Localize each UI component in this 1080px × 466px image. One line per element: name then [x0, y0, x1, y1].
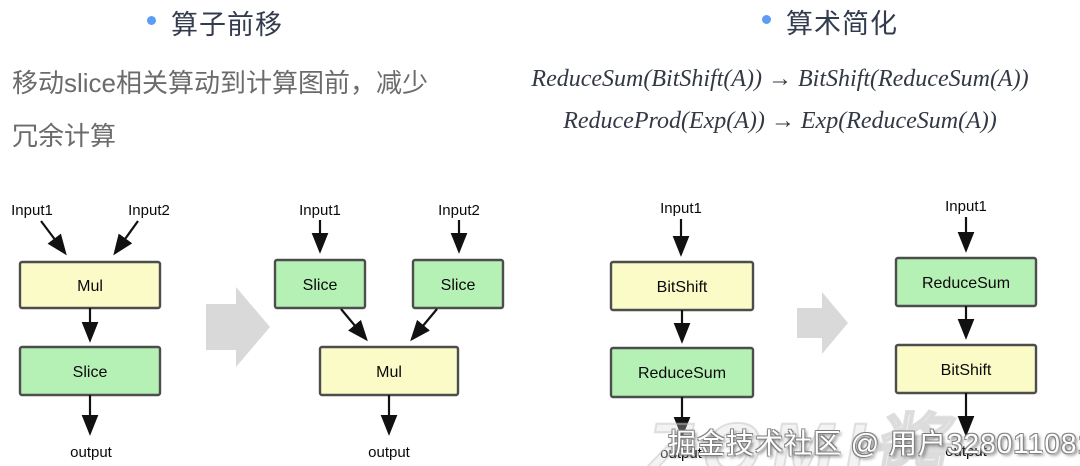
block-arrow-right-icon [206, 287, 270, 367]
node-label: Mul [77, 278, 103, 295]
diagram-before-operator-forward: Input1 Input2 Mul Slice output [11, 202, 170, 461]
diagram-before-arith-simplify: Input1 BitShift ReduceSum output [609, 200, 755, 462]
node-label: BitShift [941, 362, 992, 379]
bullet-icon [762, 15, 771, 24]
edge-arrow [113, 220, 139, 256]
node-label: ReduceSum [922, 275, 1010, 292]
node-label: Slice [303, 277, 338, 294]
node-label: Slice [73, 364, 108, 381]
output-label: output [660, 445, 703, 462]
formula-line2: ReduceProd(Exp(A)) → Exp(ReduceSum(A)) [563, 108, 997, 134]
community-watermark: 掘金技术社区 @ 用户32801108110 [668, 428, 1080, 459]
input-label: Input2 [438, 202, 480, 219]
input-label: Input1 [299, 202, 341, 219]
input-label: Input2 [128, 202, 170, 219]
node-label: Slice [441, 277, 476, 294]
edge-arrow [40, 220, 67, 256]
formula-line1: ReduceSum(BitShift(A)) → BitShift(Reduce… [531, 66, 1029, 92]
input-label: Input1 [945, 198, 987, 215]
formula-block: ReduceSum(BitShift(A)) → BitShift(Reduce… [480, 58, 1080, 142]
left-description-line2: 冗余计算 [12, 121, 117, 151]
input-label: Input1 [660, 200, 702, 217]
node-box-slice [411, 258, 505, 310]
edge-arrow [340, 308, 368, 342]
section-title-arith-simplify: 算术简化 [786, 9, 898, 39]
node-label: Mul [376, 364, 402, 381]
left-description-line1: 移动slice相关算动到计算图前，减少 [12, 68, 429, 98]
output-label: output [70, 444, 113, 461]
flow-diagrams: Input1 Input2 Mul Slice output Input1 In… [11, 198, 1038, 462]
node-box-slice [273, 258, 367, 310]
diagram-after-arith-simplify: Input1 ReduceSum BitShift output [894, 198, 1038, 460]
section-title-operator-forward: 算子前移 [171, 10, 283, 40]
node-label: ReduceSum [638, 365, 726, 382]
bullet-icon [147, 16, 156, 25]
edge-arrow [410, 308, 438, 342]
node-label: BitShift [657, 279, 708, 296]
diagram-after-operator-forward: Input1 Input2 Slice Slice Mul output [273, 202, 505, 461]
output-label: output [368, 444, 411, 461]
input-label: Input1 [11, 202, 53, 219]
left-description: 移动slice相关算动到计算图前，减少 冗余计算 [12, 57, 428, 163]
output-label: output [945, 443, 988, 460]
block-arrow-right-icon [797, 292, 848, 354]
